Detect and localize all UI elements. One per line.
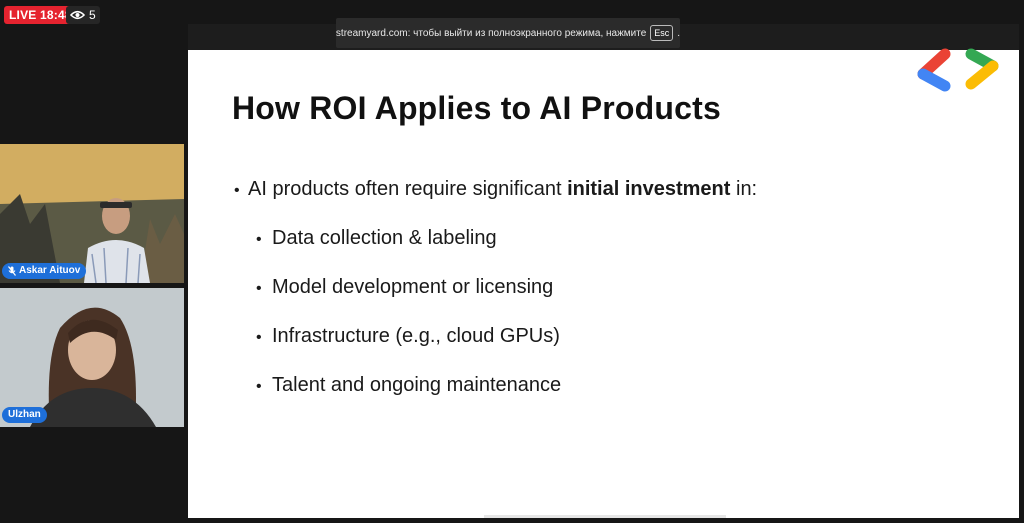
bullet-intro-plain: AI products often require significant bbox=[248, 178, 568, 200]
participant-tile-askar[interactable]: Askar Aituov bbox=[0, 144, 184, 283]
mic-muted-icon bbox=[8, 266, 16, 276]
bullet-dot: • bbox=[256, 231, 262, 248]
viewer-count-value: 5 bbox=[89, 8, 96, 22]
fullscreen-exit-notice: streamyard.com: чтобы выйти из полноэкра… bbox=[336, 18, 680, 48]
slide-bottom-edge bbox=[484, 515, 726, 518]
participant-video-1 bbox=[0, 144, 184, 283]
bullet-intro: • AI products often require significant … bbox=[234, 178, 757, 201]
bullet-dot: • bbox=[256, 378, 262, 395]
participant-name: Ulzhan bbox=[8, 409, 41, 420]
sub-bullet: • Data collection & labeling bbox=[256, 227, 757, 250]
sub-bullet: • Infrastructure (e.g., cloud GPUs) bbox=[256, 325, 757, 348]
bullet-dot: • bbox=[234, 182, 240, 199]
bullet-dot: • bbox=[256, 329, 262, 346]
participant-name-tag: Ulzhan bbox=[2, 407, 47, 423]
bullet-intro-end: in: bbox=[730, 178, 758, 200]
viewer-count: 5 bbox=[66, 6, 100, 24]
fullscreen-notice-suffix: . bbox=[677, 27, 681, 39]
sub-bullet-text: Talent and ongoing maintenance bbox=[272, 374, 562, 396]
google-developers-logo bbox=[917, 48, 999, 92]
sub-bullet: • Model development or licensing bbox=[256, 276, 757, 299]
eye-icon bbox=[70, 10, 85, 20]
slide-title: How ROI Applies to AI Products bbox=[232, 90, 721, 126]
bullet-intro-bold: initial investment bbox=[567, 178, 731, 200]
sub-bullet: • Talent and ongoing maintenance bbox=[256, 374, 757, 397]
participant-name: Askar Aituov bbox=[19, 265, 81, 276]
live-badge: LIVE 18:48 bbox=[4, 6, 77, 24]
sub-bullet-text: Infrastructure (e.g., cloud GPUs) bbox=[272, 325, 560, 347]
participant-tile-ulzhan[interactable]: Ulzhan bbox=[0, 288, 184, 427]
sub-bullet-text: Model development or licensing bbox=[272, 276, 554, 298]
participant-name-tag: Askar Aituov bbox=[2, 263, 87, 279]
slide-bullet-list: • AI products often require significant … bbox=[234, 178, 757, 397]
bullet-intro-text: AI products often require significant in… bbox=[248, 178, 757, 201]
sub-bullet-text: Data collection & labeling bbox=[272, 227, 497, 249]
presentation-slide: How ROI Applies to AI Products • AI prod… bbox=[188, 24, 1019, 518]
fullscreen-notice-text: streamyard.com: чтобы выйти из полноэкра… bbox=[335, 27, 647, 39]
participant-video-2 bbox=[0, 288, 184, 427]
esc-key-hint: Esc bbox=[650, 25, 674, 41]
bullet-dot: • bbox=[256, 280, 262, 297]
